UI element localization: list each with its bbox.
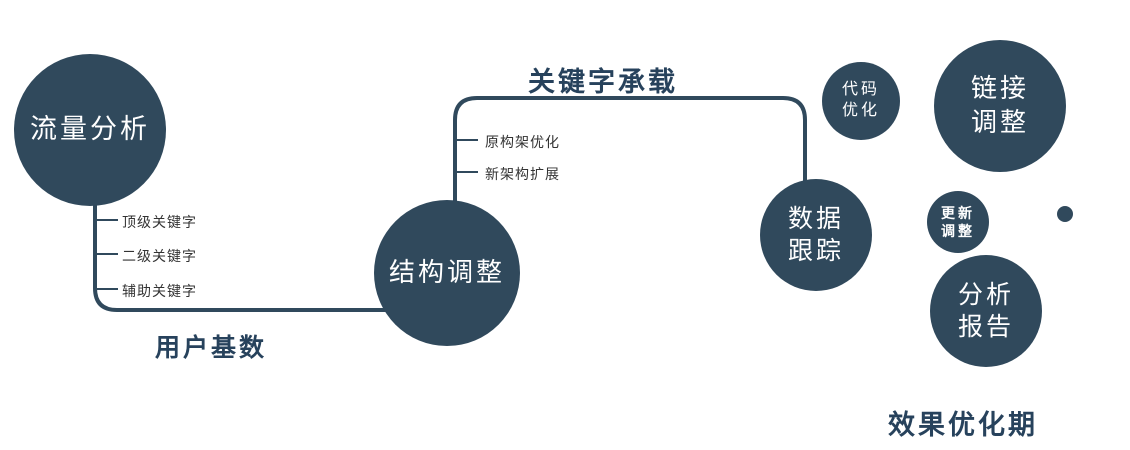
node-link-adjustment: 链接 调整 <box>934 40 1066 172</box>
branch-label-second-keyword: 二级关键字 <box>122 248 197 264</box>
node-data-tracking: 数据 跟踪 <box>760 179 872 291</box>
node-analysis-report-label: 分析 报告 <box>957 280 1014 342</box>
node-traffic-analysis: 流量分析 <box>14 54 166 206</box>
node-update-adjustment: 更新 调整 <box>927 191 989 253</box>
branch-label-new-architecture: 新架构扩展 <box>485 166 560 182</box>
node-traffic-analysis-label: 流量分析 <box>30 114 150 145</box>
node-code-optimization: 代码 优化 <box>822 62 900 140</box>
node-analysis-report: 分析 报告 <box>930 255 1042 367</box>
edge-label-effect-optimization: 效果优化期 <box>888 410 1038 440</box>
edge-label-user-base: 用户基数 <box>155 334 268 362</box>
node-structure-adjustment-label: 结构调整 <box>388 257 505 288</box>
node-structure-adjustment: 结构调整 <box>374 200 520 346</box>
node-update-adjustment-label: 更新 调整 <box>941 204 975 239</box>
node-code-optimization-label: 代码 优化 <box>841 81 880 119</box>
branch-label-top-keyword: 顶级关键字 <box>122 214 197 230</box>
node-data-tracking-label: 数据 跟踪 <box>787 204 844 266</box>
node-link-adjustment-label: 链接 调整 <box>970 73 1029 137</box>
branch-label-original-architecture: 原构架优化 <box>485 134 560 150</box>
dot-marker <box>1057 206 1073 222</box>
edge-label-keyword-carrying: 关键字承载 <box>528 67 678 97</box>
branch-label-auxiliary-keyword: 辅助关键字 <box>122 283 197 299</box>
